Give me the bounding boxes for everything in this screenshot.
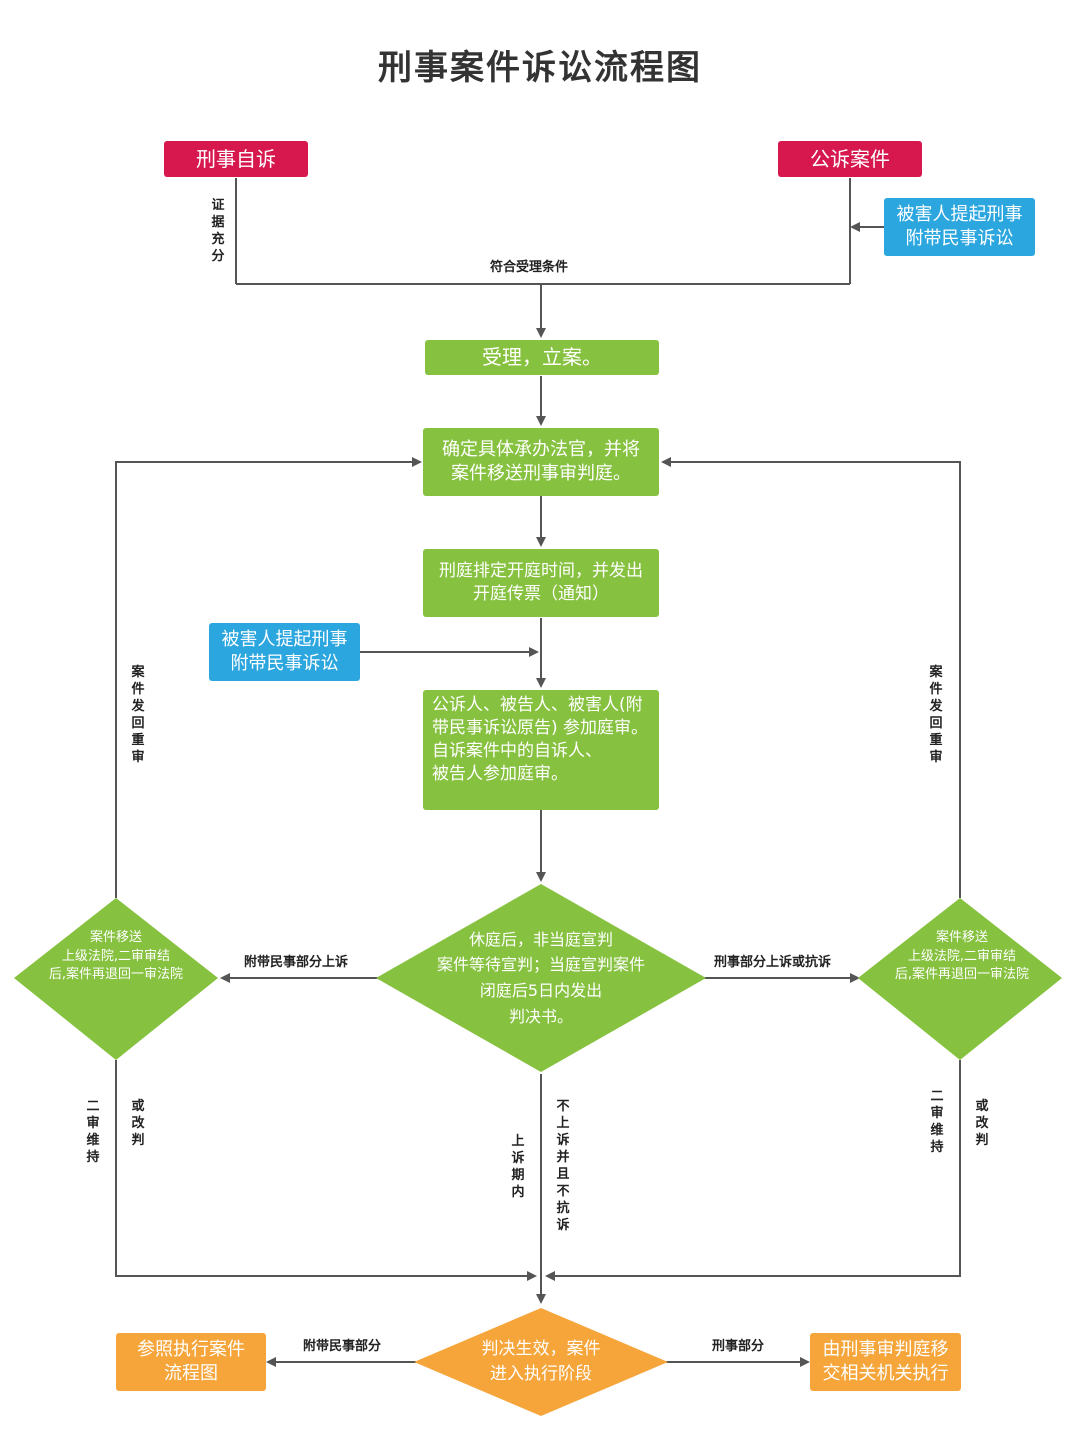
schedule-node: 刑庭排定开庭时间，并发出 开庭传票（通知） [423,549,659,617]
left-transfer-line-3: 后,案件再退回一审法院 [48,967,184,983]
right-transfer-line-1: 案件移送 [935,929,988,945]
effective-diamond [414,1308,668,1416]
criminal-appeal-label: 刑事部分上诉或抗诉 [714,955,832,970]
left-transfer-text: 案件移送 上级法院,二审审结 后,案件再退回一审法院 [26,924,206,990]
remand-left-label: 案件发回重审 [131,665,145,765]
parties-attend-line-3: 自诉案件中的自诉人、 [432,740,602,761]
assign-judge-line-2: 案件移送刑事审判庭。 [451,463,631,484]
uphold-left-label: 二审维持 [86,1099,100,1165]
parties-attend-node: 公诉人、被告人、被害人(附 带民事诉讼原告) 参加庭审。 自诉案件中的自诉人、 … [423,690,659,810]
accept-node: 受理，立案。 [425,340,659,375]
uphold-right-label: 二审维持 [930,1089,944,1155]
judgment-diamond [376,884,706,1072]
meets-conditions-label: 符合受理条件 [490,260,569,275]
effective-line-1: 判决生效，案件 [481,1339,601,1360]
right-transfer-line-3: 后,案件再退回一审法院 [894,967,1030,983]
parties-attend-line-1: 公诉人、被告人、被害人(附 [432,695,643,715]
judgment-text: 休庭后，非当庭宣判 案件等待宣判；当庭宣判案件 闭庭后5日内发出 判决书。 [400,930,682,1026]
criminal-exec-line-2: 交相关机关执行 [822,1363,949,1384]
criminal-exec-line-1: 由刑事审判庭移 [822,1338,949,1360]
amend-right-label: 或改判 [975,1099,989,1148]
victim-civil-mid-line-1: 被害人提起刑事 [221,628,348,650]
public-case-label: 公诉案件 [810,146,890,171]
accept-label: 受理，立案。 [482,345,602,369]
self-suit-node: 刑事自诉 [164,141,308,177]
right-transfer-diamond [858,898,1062,1060]
left-transfer-line-1: 案件移送 [89,929,142,945]
victim-civil-top-node: 被害人提起刑事 附带民事诉讼 [884,198,1035,256]
no-appeal-label: 不上诉并且不抗诉 [556,1099,570,1233]
refer-flow-line-1: 参照执行案件 [137,1338,245,1360]
effective-text: 判决生效，案件 进入执行阶段 [446,1332,636,1392]
refer-flow-node: 参照执行案件 流程图 [116,1333,266,1391]
arrow-remand-left [115,457,422,898]
connector-right-down [545,1060,961,1281]
remand-right-label: 案件发回重审 [929,665,943,765]
assign-judge-line-1: 确定具体承办法官，并将 [442,438,640,460]
amend-left-label: 或改判 [131,1099,145,1148]
judgment-line-2: 案件等待宣判；当庭宣判案件 [436,955,645,975]
connector-left-down [115,1060,537,1281]
parties-attend-line-4: 被告人参加庭审。 [432,763,568,784]
page-title: 刑事案件诉讼流程图 [378,48,702,88]
appeal-period-label: 上诉期内 [511,1134,525,1200]
judgment-line-1: 休庭后，非当庭宣判 [468,929,613,949]
arrow-remand-right [661,457,961,898]
victim-civil-mid-node: 被害人提起刑事 附带民事诉讼 [209,623,360,681]
right-transfer-line-2: 上级法院,二审审结 [907,948,1017,964]
civil-appeal-label: 附带民事部分上诉 [244,955,349,970]
effective-line-2: 进入执行阶段 [490,1364,592,1384]
evidence-sufficient-label: 证据充分 [211,198,225,264]
victim-civil-top-line-1: 被害人提起刑事 [896,203,1023,225]
schedule-line-1: 刑庭排定开庭时间，并发出 [439,561,643,582]
left-transfer-line-2: 上级法院,二审审结 [61,948,171,964]
criminal-part-label: 刑事部分 [712,1339,765,1354]
parties-attend-line-2: 带民事诉讼原告) 参加庭审。 [432,717,649,738]
judgment-line-3: 闭庭后5日内发出 [479,981,603,1000]
victim-civil-top-line-2: 附带民事诉讼 [905,228,1014,249]
left-transfer-diamond [14,898,218,1060]
public-case-node: 公诉案件 [778,141,922,177]
right-transfer-text: 案件移送 上级法院,二审审结 后,案件再退回一审法院 [872,924,1052,990]
self-suit-label: 刑事自诉 [196,146,276,171]
schedule-line-2: 开庭传票（通知） [473,584,609,604]
criminal-exec-node: 由刑事审判庭移 交相关机关执行 [810,1333,961,1391]
assign-judge-node: 确定具体承办法官，并将 案件移送刑事审判庭。 [423,428,659,496]
victim-civil-mid-line-2: 附带民事诉讼 [230,653,339,674]
civil-part-label: 附带民事部分 [303,1339,382,1354]
refer-flow-line-2: 流程图 [164,1363,218,1384]
judgment-line-4: 判决书。 [508,1006,573,1026]
